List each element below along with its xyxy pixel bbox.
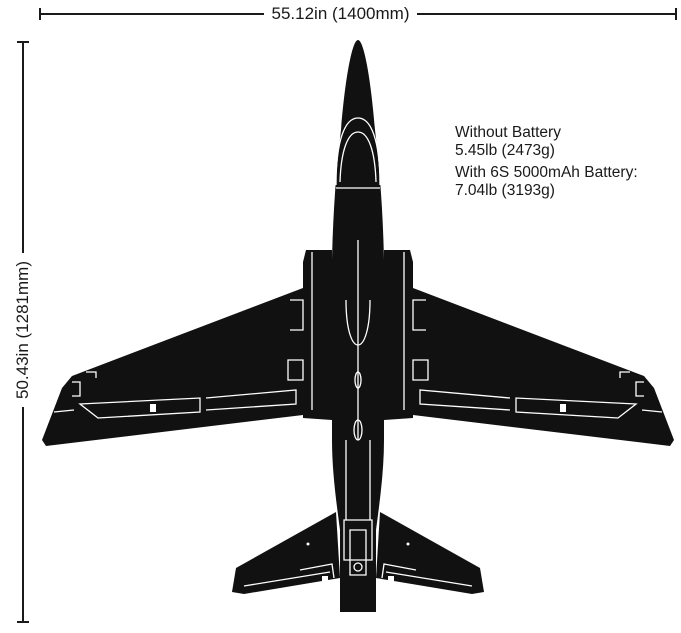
with-battery-label: With 6S 5000mAh Battery: [455,164,638,181]
wingspan-value: 55.12in (1400mm) [263,4,418,23]
canopy-outline [335,117,381,186]
with-battery-value: 7.04lb (3193g) [455,182,555,199]
without-battery-label: Without Battery [455,124,561,141]
without-battery-value: 5.45lb (2473g) [455,142,555,159]
length-label: 50.43in (1281mm) [12,180,34,480]
hinge-marks [150,404,566,583]
right-stabilizer [376,512,484,594]
weight-without-battery: Without Battery 5.45lb (2473g) [455,124,638,160]
panel-lines [53,117,663,587]
left-intake [303,250,332,420]
right-intake [384,250,413,420]
wingspan-label: 55.12in (1400mm) [0,3,681,25]
left-wing [42,288,303,446]
weight-specs: Without Battery 5.45lb (2473g) With 6S 5… [455,124,638,204]
length-value: 50.43in (1281mm) [13,253,32,407]
right-wing [413,288,674,446]
weight-with-battery: With 6S 5000mAh Battery: 7.04lb (3193g) [455,164,638,200]
left-stabilizer [232,512,340,594]
